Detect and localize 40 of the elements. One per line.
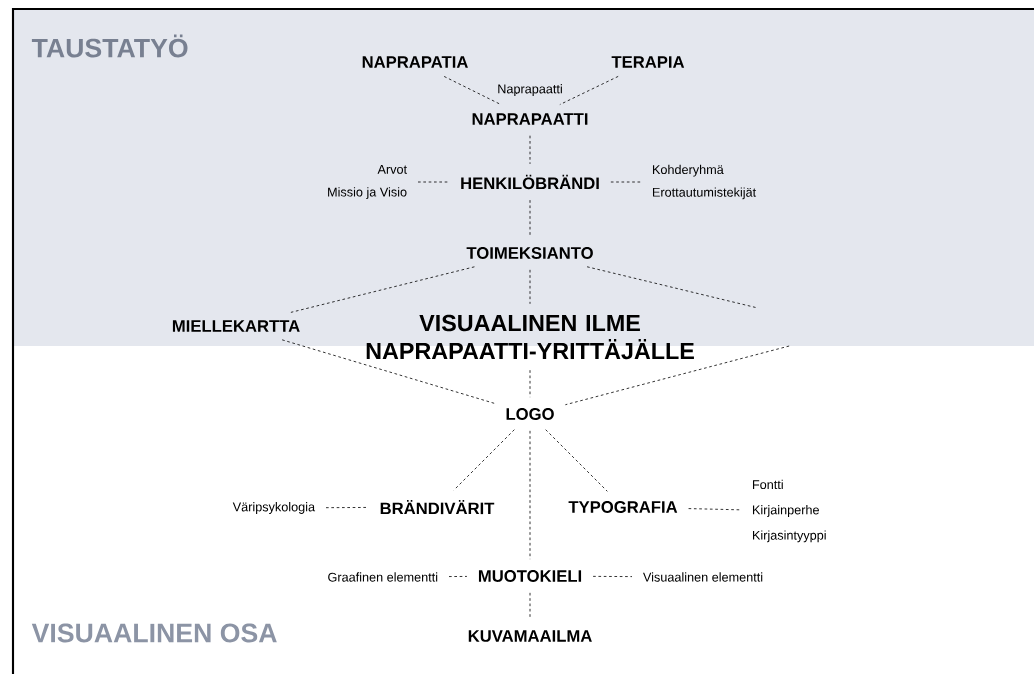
note-text: Arvot Missio ja Visio — [328, 165, 407, 199]
connector-line — [688, 508, 742, 511]
topic-text: TERAPIA — [611, 56, 685, 68]
note-text: Graafinen elementti — [328, 572, 438, 582]
connector-line — [529, 592, 531, 620]
topic-text: KUVAMAAILMA — [468, 630, 592, 642]
connector-line — [443, 76, 502, 105]
connector-line — [529, 199, 531, 237]
connector-line — [592, 575, 633, 577]
note-text: Väripsykologia — [232, 502, 316, 514]
connector-line — [448, 576, 468, 577]
title-text: VISUAALINEN ILME NAPRAPAATTI-YRITTÄJÄLLE — [366, 314, 694, 360]
note-text: Visuaalinen elementti — [643, 572, 763, 582]
topic-text: TOIMEKSIANTO — [466, 247, 593, 259]
topic-text: HENKILÖBRÄNDI — [461, 174, 599, 190]
connector-line — [529, 369, 531, 398]
connector-line — [453, 429, 515, 491]
section-heading: VISUAALINEN OSA — [31, 623, 277, 643]
topic-text: NAPRAPATIA — [362, 56, 468, 68]
connector-line — [564, 345, 790, 406]
connector-line — [586, 266, 759, 309]
connector-line — [610, 181, 642, 183]
connector-line — [417, 181, 450, 183]
connector-line — [529, 135, 531, 165]
note-text: Kohderyhmä Erottautumistekijät — [653, 164, 757, 200]
section-heading: TAUSTATYÖ — [31, 34, 188, 58]
topic-text: MUOTOKIELI — [478, 570, 582, 582]
topic-text: NAPRAPAATTI — [472, 113, 588, 125]
topic-text: MIELLEKARTTA — [172, 320, 300, 332]
topic-text: LOGO — [506, 408, 554, 420]
topic-text: BRÄNDIVÄRIT — [380, 499, 495, 515]
connector-line — [290, 266, 475, 313]
note-text: Fontti Kirjainperhe Kirjasintyyppi — [753, 479, 826, 543]
connector-line — [529, 269, 531, 305]
topic-text: TYPOGRAFIA — [568, 501, 678, 513]
connector-line — [559, 76, 619, 105]
note-text: Naprapaatti — [498, 84, 562, 96]
connector-line — [545, 429, 608, 492]
connector-line — [281, 339, 496, 404]
connector-line — [529, 430, 531, 560]
